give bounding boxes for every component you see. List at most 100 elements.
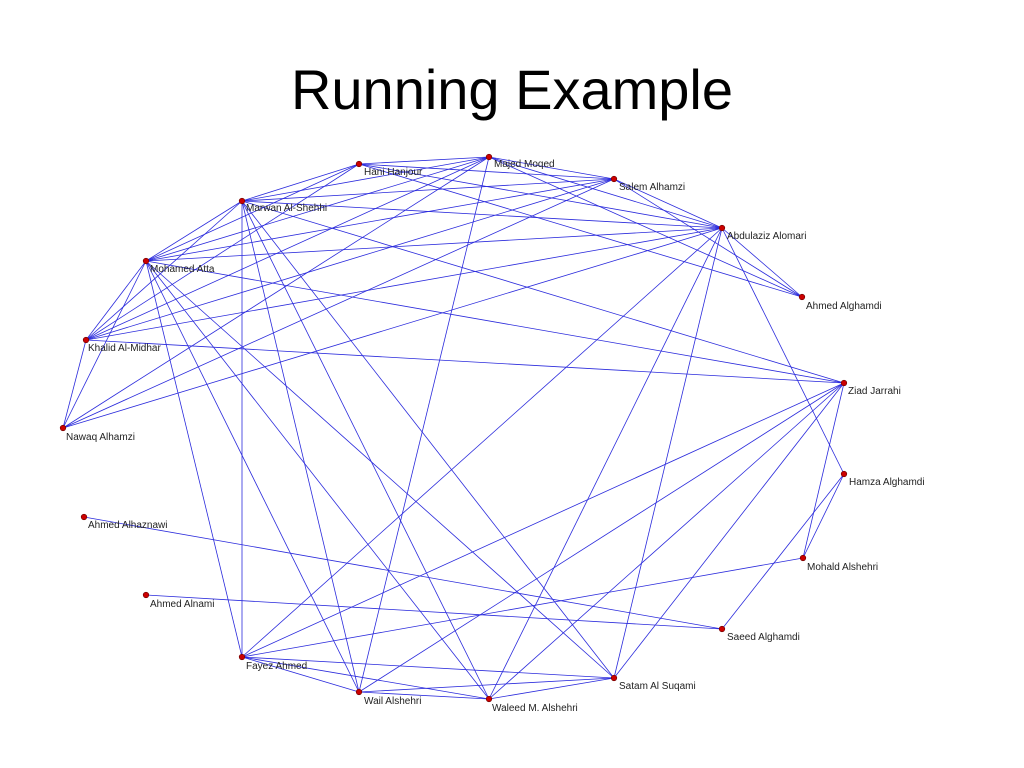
edge-mohamed-nawaq [62,260,147,429]
edge-hani-mohamed [145,163,360,262]
node-dot [355,160,363,168]
edge-majed-mohamed [145,156,490,262]
edge-majed-wail [358,156,490,693]
node-label: Abdulaziz Alomari [727,231,806,242]
node-label: Satam Al Suqami [619,681,696,692]
edge-abdul-nawaq [62,227,723,429]
edge-salem-khalid [85,178,615,341]
edge-marwan-wail [241,200,360,693]
node-dot [718,224,726,232]
node-ahmedh: Ahmed Alhaznawi [80,513,168,531]
node-dot [80,513,88,521]
edge-ziad-satam [613,382,845,679]
node-label: Hamza Alghamdi [849,477,925,488]
edge-wail-waleed [358,691,490,700]
edge-wail-satam [358,677,615,693]
node-dot [59,424,67,432]
node-saeed: Saeed Alghamdi [718,625,800,643]
node-dot [142,591,150,599]
node-khalid: Khalid Al-Midhar [82,336,161,354]
edge-abdul-satam [613,227,723,679]
node-label: Majed Moqed [494,159,555,170]
edge-mohamed-ziad [145,260,845,384]
edge-majed-salem [488,156,615,180]
edge-salem-marwan [241,178,615,202]
edge-marwan-waleed [241,200,490,700]
edge-hani-salem [358,163,615,180]
node-marwan: Marwan Al-Shehhi [238,197,327,214]
node-label: Wail Alshehri [364,696,421,707]
node-dot [355,688,363,696]
node-label: Khalid Al-Midhar [88,343,161,354]
edge-fayez-waleed [241,656,490,700]
node-label: Salem Alhamzi [619,182,685,193]
edge-abdul-mohamed [145,227,723,262]
edge-ahmedh-saeed [83,516,723,630]
edge-mohamed-fayez [145,260,243,658]
edge-hani-abdul [358,163,723,229]
edge-khalid-nawaq [62,339,87,429]
node-satam: Satam Al Suqami [610,674,696,692]
edge-abdul-waleed [488,227,723,700]
node-dot [485,695,493,703]
edge-fayez-wail [241,656,360,693]
slide-title: Running Example [290,58,734,121]
edge-waleed-satam [488,677,615,700]
edge-ziad-wail [358,382,845,693]
edge-salem-ahmedg [613,178,803,298]
node-label: Mohald Alshehri [807,562,878,573]
node-dot [840,379,848,387]
edge-mohamed-khalid [85,260,147,341]
node-dot [485,153,493,161]
edge-marwan-abdul [241,200,723,229]
node-mohald: Mohald Alshehri [799,554,878,573]
edge-hamza-saeed [721,473,845,630]
node-dot [718,625,726,633]
node-label: Ziad Jarrahi [848,386,901,397]
edge-ziad-fayez [241,382,845,658]
edge-majed-ahmedg [488,156,803,298]
node-label: Mohamed Atta [150,264,215,275]
node-ziad: Ziad Jarrahi [840,379,901,397]
node-ahmedg: Ahmed Alghamdi [798,293,882,312]
edge-abdul-khalid [85,227,723,341]
edge-mohamed-waleed [145,260,490,700]
edge-majed-khalid [85,156,490,341]
node-label: Nawaq Alhamzi [66,432,135,443]
node-salem: Salem Alhamzi [610,175,685,193]
node-abdul: Abdulaziz Alomari [718,224,806,242]
edge-majed-abdul [488,156,723,229]
node-dot [238,653,246,661]
node-label: Ahmed Alhaznawi [88,520,168,531]
node-dot [610,674,618,682]
node-label: Hani Hanjour [364,167,423,178]
node-mohamed: Mohamed Atta [142,257,215,275]
node-dot [798,293,806,301]
edge-salem-nawaq [62,178,615,429]
edge-hani-ahmedg [358,163,803,298]
edge-ziad-mohald [802,382,845,559]
node-hamza: Hamza Alghamdi [840,470,925,488]
node-label: Saeed Alghamdi [727,632,800,643]
node-label: Ahmed Alghamdi [806,301,882,312]
edge-salem-abdul [613,178,723,229]
edge-marwan-khalid [85,200,243,341]
edge-mohamed-wail [145,260,360,693]
node-label: Fayez Ahmed [246,661,307,672]
node-dot [238,197,246,205]
node-label: Waleed M. Alshehri [492,703,578,714]
node-label: Marwan Al-Shehhi [246,203,327,214]
edge-ahmedn-saeed [145,594,723,630]
edge-hani-majed [358,156,490,165]
node-waleed: Waleed M. Alshehri [485,695,578,714]
edge-abdul-hamza [721,227,845,475]
edge-marwan-satam [241,200,615,679]
edge-ziad-waleed [488,382,845,700]
node-dot [610,175,618,183]
edge-hamza-mohald [802,473,845,559]
node-dot [82,336,90,344]
edge-fayez-satam [241,656,615,679]
